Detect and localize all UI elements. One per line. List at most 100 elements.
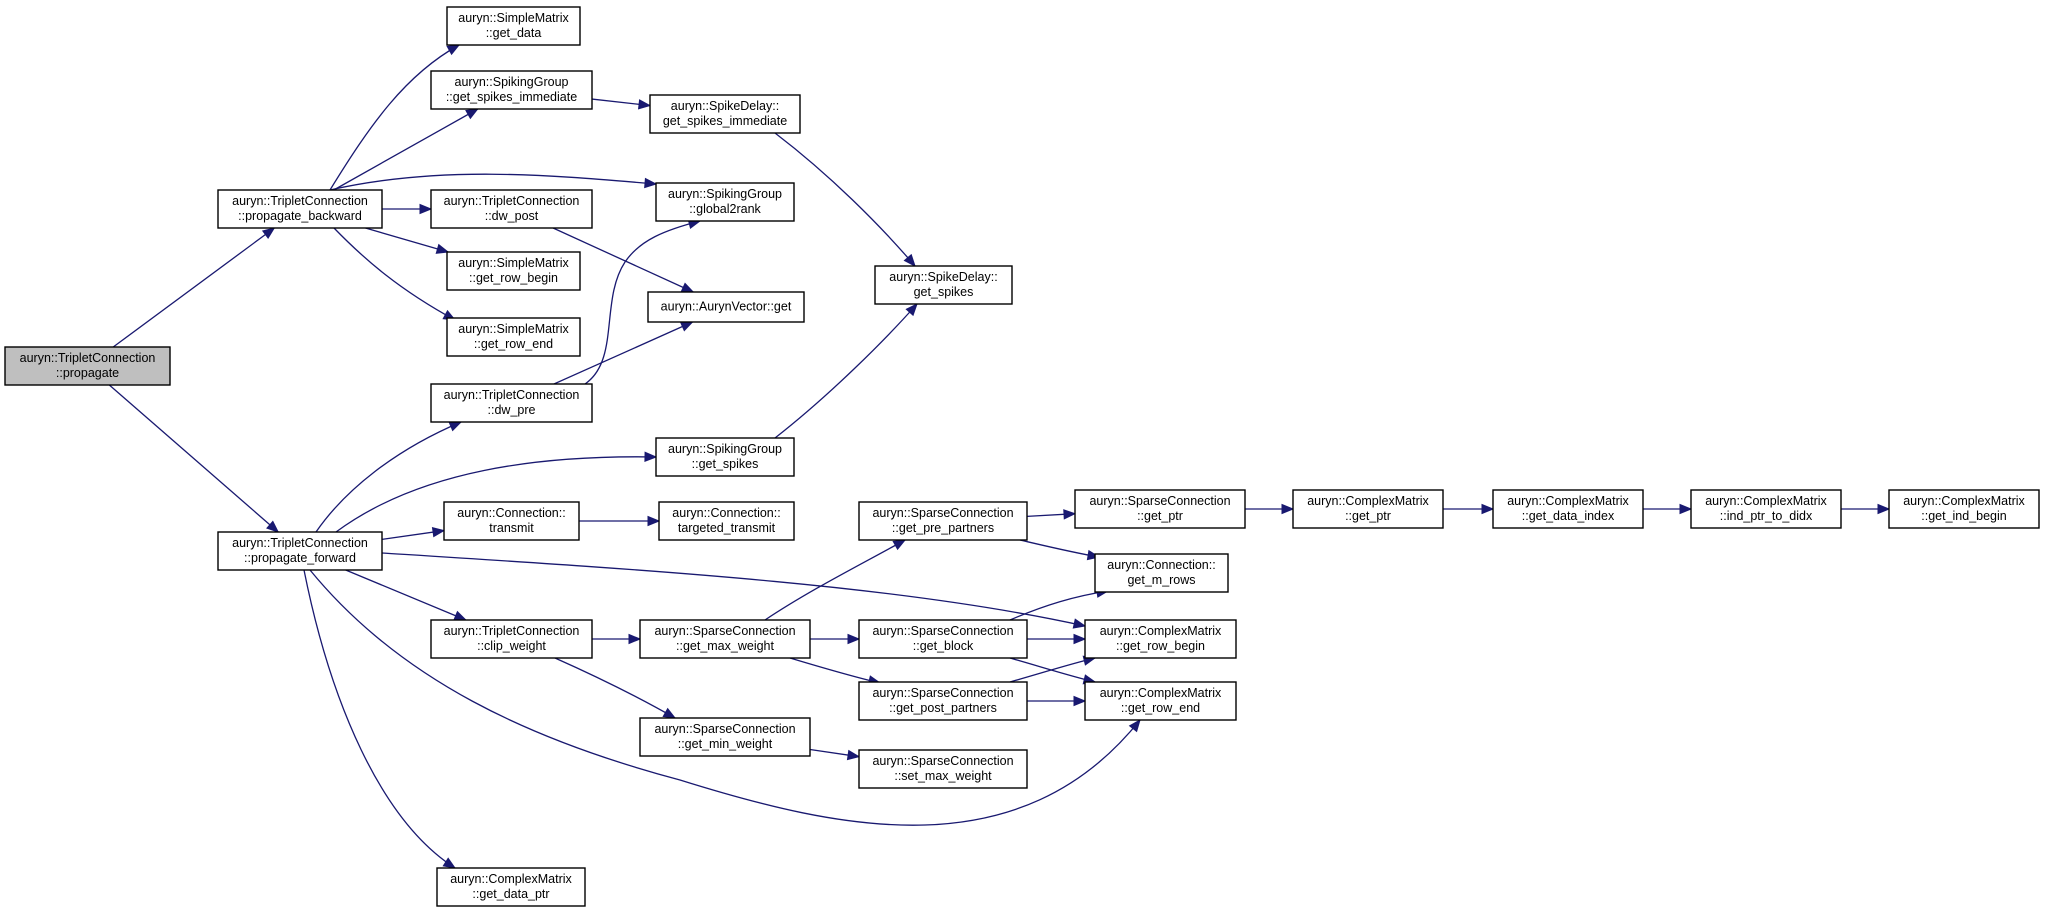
node-sc-set-max-weight[interactable]: auryn::SparseConnection::set_max_weight	[858, 749, 1028, 789]
node-cm-get-data-ptr[interactable]: auryn::ComplexMatrix::get_data_ptr	[436, 867, 586, 907]
call-edge	[382, 203, 433, 215]
arrowhead-icon	[1481, 503, 1495, 515]
node-label: auryn::SpikingGroup	[668, 187, 782, 201]
node-label: ::get_pre_partners	[892, 521, 994, 535]
node-label: auryn::SpikeDelay::	[671, 99, 779, 113]
arrowhead-icon	[446, 44, 461, 56]
node-label: auryn::Connection::	[1107, 558, 1215, 572]
node-label: get_m_rows	[1127, 573, 1195, 587]
node-box	[430, 189, 593, 229]
node-box	[1292, 489, 1444, 529]
node-label: get_spikes_immediate	[663, 114, 787, 128]
node-cm-get-row-begin[interactable]: auryn::ComplexMatrix::get_row_begin	[1084, 619, 1237, 659]
node-box	[647, 291, 805, 323]
node-label: ::get_post_partners	[889, 701, 997, 715]
node-label: auryn::TripletConnection	[232, 194, 368, 208]
call-edge	[381, 526, 446, 541]
node-label: ::get_ind_begin	[1921, 509, 2007, 523]
node-label: auryn::SparseConnection	[872, 506, 1013, 520]
node-box	[639, 619, 811, 659]
node-sm-get-row-begin[interactable]: auryn::SimpleMatrix::get_row_begin	[446, 251, 581, 291]
node-label: ::dw_post	[485, 209, 539, 223]
call-edge	[810, 633, 861, 645]
node-label: auryn::TripletConnection	[232, 536, 368, 550]
node-label: auryn::ComplexMatrix	[450, 872, 572, 886]
call-edge	[579, 515, 661, 527]
node-sm-get-row-end[interactable]: auryn::SimpleMatrix::get_row_end	[446, 317, 581, 357]
node-propagate-backward[interactable]: auryn::TripletConnection::propagate_back…	[217, 189, 383, 229]
call-edge	[381, 552, 1087, 629]
call-edge	[1009, 587, 1110, 621]
node-label: ::clip_weight	[477, 639, 546, 653]
node-label: auryn::SparseConnection	[872, 754, 1013, 768]
node-label: auryn::TripletConnection	[444, 194, 580, 208]
node-box	[639, 717, 811, 757]
node-label: ::get_ptr	[1137, 509, 1183, 523]
node-cm-get-data-index[interactable]: auryn::ComplexMatrix::get_data_index	[1492, 489, 1644, 529]
node-sc-get-block[interactable]: auryn::SparseConnection::get_block	[858, 619, 1028, 659]
call-edge	[335, 451, 658, 533]
node-cm-ind-ptr-to-didx[interactable]: auryn::ComplexMatrix::ind_ptr_to_didx	[1690, 489, 1842, 529]
node-label: ::get_data	[486, 26, 542, 40]
node-sc-get-ptr[interactable]: auryn::SparseConnection::get_ptr	[1074, 489, 1246, 529]
node-label: ::get_spikes	[692, 457, 759, 471]
call-edge	[774, 132, 916, 268]
node-sc-get-pre-partners[interactable]: auryn::SparseConnection::get_pre_partner…	[858, 501, 1028, 541]
node-propagate-forward[interactable]: auryn::TripletConnection::propagate_forw…	[217, 531, 383, 571]
arrowhead-icon	[431, 526, 446, 538]
call-edges	[108, 44, 1891, 869]
node-label: auryn::Connection::	[672, 506, 780, 520]
node-sc-get-max-weight[interactable]: auryn::SparseConnection::get_max_weight	[639, 619, 811, 659]
node-c-get-m-rows[interactable]: auryn::Connection::get_m_rows	[1094, 553, 1229, 593]
node-box	[858, 681, 1028, 721]
arrowhead-icon	[644, 177, 658, 189]
node-tc-dw-pre[interactable]: auryn::TripletConnection::dw_pre	[430, 383, 593, 423]
node-tc-clip-weight[interactable]: auryn::TripletConnection::clip_weight	[430, 619, 593, 659]
arrowhead-icon	[1072, 618, 1087, 629]
call-edge	[112, 227, 276, 348]
call-edge	[552, 227, 695, 293]
node-av-get[interactable]: auryn::AurynVector::get	[647, 291, 805, 323]
call-edge	[1443, 503, 1495, 515]
node-label: auryn::SparseConnection	[872, 624, 1013, 638]
node-label: auryn::AurynVector::get	[661, 299, 792, 313]
arrowhead-icon	[1073, 695, 1087, 707]
node-box	[874, 265, 1013, 305]
node-label: ::get_row_end	[1121, 701, 1200, 715]
node-sd-get-spikes-immediate[interactable]: auryn::SpikeDelay::get_spikes_immediate	[649, 94, 801, 134]
node-c-transmit[interactable]: auryn::Connection::transmit	[443, 501, 580, 541]
node-sm-get-data[interactable]: auryn::SimpleMatrix::get_data	[446, 6, 581, 46]
node-c-targeted-transmit[interactable]: auryn::Connection::targeted_transmit	[658, 501, 795, 541]
node-label: auryn::TripletConnection	[444, 388, 580, 402]
arrowhead-icon	[679, 321, 694, 332]
node-label: ::get_row_begin	[1116, 639, 1205, 653]
arrowhead-icon	[435, 243, 450, 254]
node-label: auryn::ComplexMatrix	[1100, 624, 1222, 638]
node-sg-get-spikes-immediate[interactable]: auryn::SpikingGroup::get_spikes_immediat…	[430, 70, 593, 110]
node-cm-get-ptr[interactable]: auryn::ComplexMatrix::get_ptr	[1292, 489, 1444, 529]
node-propagate[interactable]: auryn::TripletConnection::propagate	[4, 346, 171, 386]
node-cm-get-row-end[interactable]: auryn::ComplexMatrix::get_row_end	[1084, 681, 1237, 721]
call-edge	[554, 657, 677, 719]
node-box	[1084, 681, 1237, 721]
node-box	[217, 531, 383, 571]
node-label: auryn::ComplexMatrix	[1100, 686, 1222, 700]
node-sc-get-post-partners[interactable]: auryn::SparseConnection::get_post_partne…	[858, 681, 1028, 721]
node-box	[858, 619, 1028, 659]
node-tc-dw-post[interactable]: auryn::TripletConnection::dw_post	[430, 189, 593, 229]
node-sd-get-spikes[interactable]: auryn::SpikeDelay::get_spikes	[874, 265, 1013, 305]
arrowhead-icon	[266, 520, 280, 533]
node-label: ::propagate	[56, 366, 119, 380]
node-box	[430, 70, 593, 110]
call-edge	[315, 421, 463, 533]
call-edge	[1245, 503, 1295, 515]
call-edge	[789, 657, 882, 686]
node-sg-global2rank[interactable]: auryn::SpikingGroup::global2rank	[655, 182, 795, 222]
node-sc-get-min-weight[interactable]: auryn::SparseConnection::get_min_weight	[639, 717, 811, 757]
node-label: ::get_data_index	[1522, 509, 1615, 523]
node-cm-get-ind-begin[interactable]: auryn::ComplexMatrix::get_ind_begin	[1888, 489, 2040, 529]
node-box	[443, 501, 580, 541]
arrowhead-icon	[637, 99, 652, 110]
node-box	[436, 867, 586, 907]
node-sg-get-spikes[interactable]: auryn::SpikingGroup::get_spikes	[655, 437, 795, 477]
